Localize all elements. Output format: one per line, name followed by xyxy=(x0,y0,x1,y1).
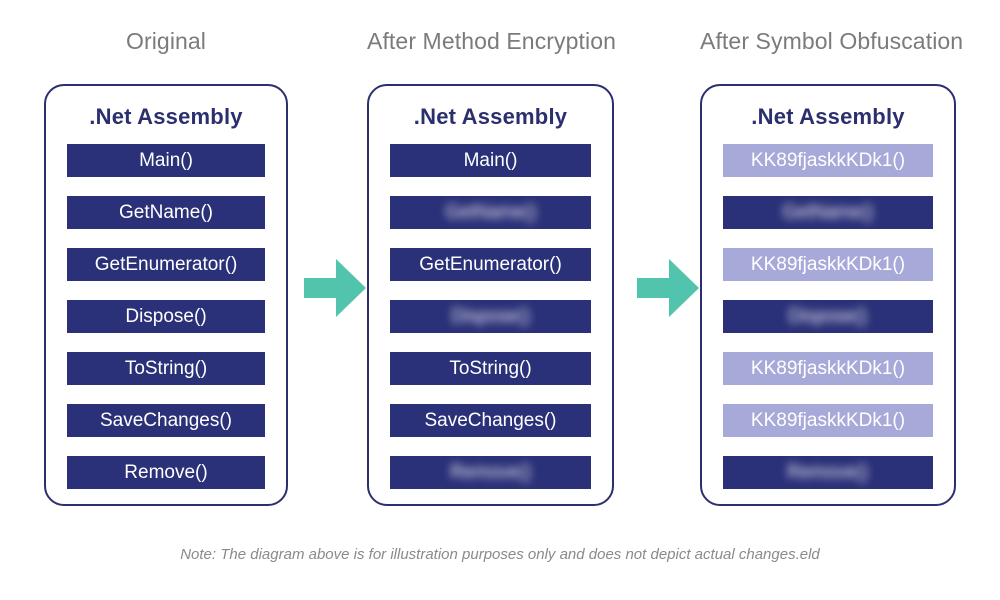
method-label: Dispose() xyxy=(451,306,530,327)
method-list: Main() GetName() GetEnumerator() Dispose… xyxy=(46,144,286,489)
method-label: ToString() xyxy=(124,358,208,379)
method-row[interactable]: ToString() xyxy=(390,352,591,385)
method-row-encrypted[interactable]: Remove() xyxy=(723,456,933,489)
column-header-after-method-encryption: After Method Encryption xyxy=(367,28,617,54)
method-row-obfuscated[interactable]: KK89fjaskkKDk1() xyxy=(723,404,933,437)
method-label: Dispose() xyxy=(125,306,207,327)
method-row[interactable]: Main() xyxy=(67,144,265,177)
method-label: Dispose() xyxy=(788,306,868,327)
method-label: Remove() xyxy=(124,462,208,483)
method-label: GetName() xyxy=(119,202,213,223)
method-label: KK89fjaskkKDk1() xyxy=(750,358,906,379)
method-row[interactable]: Main() xyxy=(390,144,591,177)
arrow-encryption-to-obfuscation xyxy=(635,255,701,321)
method-row-encrypted[interactable]: Remove() xyxy=(390,456,591,489)
method-row-encrypted[interactable]: Dispose() xyxy=(723,300,933,333)
method-row[interactable]: Remove() xyxy=(67,456,265,489)
method-row[interactable]: SaveChanges() xyxy=(67,404,265,437)
column-header-after-symbol-obfuscation: After Symbol Obfuscation xyxy=(700,28,964,54)
method-row-obfuscated[interactable]: KK89fjaskkKDk1() xyxy=(723,352,933,385)
method-label: GetName() xyxy=(444,202,537,223)
panel-title: .Net Assembly xyxy=(751,104,905,129)
assembly-panel-after-symbol-obfuscation: .Net Assembly KK89fjaskkKDk1() GetName()… xyxy=(700,84,956,506)
method-row-obfuscated[interactable]: KK89fjaskkKDk1() xyxy=(723,248,933,281)
method-row-obfuscated[interactable]: KK89fjaskkKDk1() xyxy=(723,144,933,177)
footnote: Note: The diagram above is for illustrat… xyxy=(180,546,820,563)
method-label: Main() xyxy=(463,150,518,171)
method-label: Main() xyxy=(139,150,193,171)
method-row-encrypted[interactable]: GetName() xyxy=(390,196,591,229)
panel-title: .Net Assembly xyxy=(89,104,243,129)
method-label: SaveChanges() xyxy=(99,410,233,431)
method-label: GetEnumerator() xyxy=(419,254,562,275)
method-row[interactable]: GetEnumerator() xyxy=(67,248,265,281)
column-header-original: Original xyxy=(125,28,207,54)
method-label: KK89fjaskkKDk1() xyxy=(750,410,906,431)
method-row[interactable]: GetName() xyxy=(67,196,265,229)
assembly-panel-original: .Net Assembly Main() GetName() GetEnumer… xyxy=(44,84,288,506)
method-row-encrypted[interactable]: Dispose() xyxy=(390,300,591,333)
method-label: Remove() xyxy=(787,462,869,483)
method-list: Main() GetName() GetEnumerator() Dispose… xyxy=(369,144,612,489)
method-label: KK89fjaskkKDk1() xyxy=(750,150,906,171)
method-label: GetEnumerator() xyxy=(94,254,238,275)
arrow-original-to-encryption xyxy=(302,255,368,321)
method-row[interactable]: Dispose() xyxy=(67,300,265,333)
method-label: KK89fjaskkKDk1() xyxy=(750,254,906,275)
method-row[interactable]: ToString() xyxy=(67,352,265,385)
method-label: Remove() xyxy=(450,462,531,483)
method-row[interactable]: SaveChanges() xyxy=(390,404,591,437)
method-label: SaveChanges() xyxy=(424,410,557,431)
method-label: GetName() xyxy=(782,202,874,223)
method-list: KK89fjaskkKDk1() GetName() KK89fjaskkKDk… xyxy=(702,144,954,489)
panel-title: .Net Assembly xyxy=(413,104,568,129)
method-row-encrypted[interactable]: GetName() xyxy=(723,196,933,229)
method-label: ToString() xyxy=(449,358,532,379)
assembly-panel-after-method-encryption: .Net Assembly Main() GetName() GetEnumer… xyxy=(367,84,614,506)
method-row[interactable]: GetEnumerator() xyxy=(390,248,591,281)
